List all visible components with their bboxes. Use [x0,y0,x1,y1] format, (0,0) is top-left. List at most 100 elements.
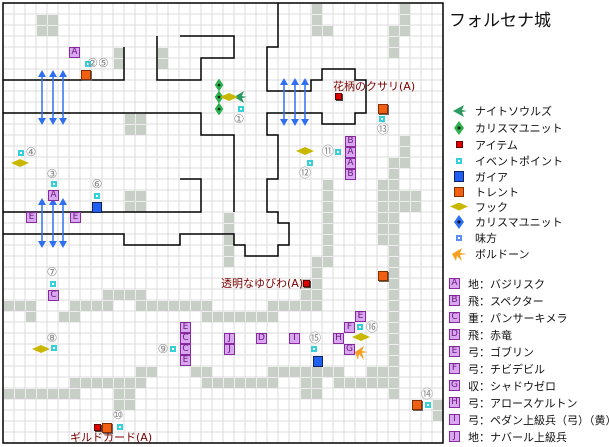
arrow-head-icon [301,119,309,126]
hook-icon [352,333,370,341]
wall-block [114,59,124,69]
wall-block [400,4,410,14]
unit-legend-label: 重：パンサーキメラ [468,311,568,325]
wall-block [70,301,80,311]
wall-block [400,15,410,25]
event-point-icon [85,61,91,67]
wall-block [433,400,443,410]
legend-label: ボルドーン [475,247,530,261]
wall-block [312,367,322,377]
wall-block [400,158,410,168]
wall-block [389,378,399,388]
wall-block [213,378,223,388]
wall-block [323,26,333,36]
charisma-unit-icon-core [217,107,221,111]
wall-block [345,378,355,388]
wall-block [389,235,399,245]
wall-block [411,202,421,212]
wall-block [279,367,289,377]
unit-letter-icon: H [449,397,460,408]
wall-block [378,180,388,190]
item-name-label: 透明なゆびわ(A) [221,277,304,290]
wall-block [334,378,344,388]
wall-block [389,268,399,278]
wall-block [136,125,146,135]
wall-block [213,312,223,322]
wall-block [191,301,201,311]
enemy-unit-marker: E [70,212,81,223]
wall-line [156,35,235,81]
wall-block [290,367,300,377]
wall-block [334,367,344,377]
wall-block [400,202,410,212]
wall-block [15,389,25,399]
wall-block [224,257,234,267]
wall-block [125,378,135,388]
unit-legend-label: 弓：アロースケルトン [468,396,578,410]
legend-label: カリスマユニット [475,215,563,229]
wall-block [92,301,102,311]
unit-letter-icon: G [449,380,460,391]
charisma-unit-blue-icon [449,214,469,229]
wall-block [114,290,124,300]
wall-block [59,312,69,322]
enemy-unit-marker: J [224,333,235,344]
wall-block [48,26,58,36]
wall-block [26,389,36,399]
legend-label: ナイトソウルズ [475,104,552,118]
wall-line [3,3,367,257]
wall-block [411,191,421,201]
wall-block [125,389,135,399]
enemy-unit-marker: E [180,355,191,366]
unit-legend-label: 弓：ペダン上級兵（弓）（黄） [468,413,609,427]
event-number-label: ⑦ [46,265,58,279]
wall-block [312,378,322,388]
item-name-label: ギルドカード(A) [70,431,153,444]
event-point-icon [238,106,244,112]
wall-block [400,147,410,157]
wall-block [312,257,322,267]
gaia-icon [313,356,323,367]
unit-letter-icon: B [449,295,460,306]
unit-legend-label: 地：ナバール上級兵 [468,430,567,444]
event-point-icon [379,116,385,122]
wall-block [81,378,91,388]
wall-block [389,158,399,168]
wall-block [103,378,113,388]
unit-letter-icon: D [449,329,460,340]
wall-block [81,301,91,311]
wall-block [389,26,399,36]
knight-souls-icon [449,104,469,117]
event-number-label: ⑫ [298,166,312,180]
wall-block [224,235,234,245]
enemy-unit-marker: A [69,47,80,58]
wall-block [367,367,377,377]
legend-item: ナイトソウルズ [449,103,552,118]
arrow-head-icon [38,118,46,125]
wall-block [389,323,399,333]
wall-block [389,224,399,234]
legend-label: アイテム [475,138,518,152]
legend-item: カリスマユニット [449,214,563,229]
wall-block [202,312,212,322]
wall-block [301,378,311,388]
wall-block [125,400,135,410]
wall-block [323,224,333,234]
arrow-head-icon [49,241,57,248]
wall-block [389,246,399,256]
wall-block [125,125,135,135]
unit-letter-icon: J [449,431,460,442]
event-number-label: ⑩ [112,408,124,422]
unit-legend-label: 地：バジリスク [468,277,545,291]
enemy-unit-marker: F [344,322,355,333]
enemy-unit-marker: I [289,333,300,344]
knight-souls-icon [234,91,247,103]
unit-letter-icon: E [449,346,460,357]
wall-block [59,389,69,399]
unit-letter-icon: F [449,363,460,374]
hook-icon [296,147,314,155]
event-number-label: ③ [46,167,58,181]
item-icon [94,424,101,431]
